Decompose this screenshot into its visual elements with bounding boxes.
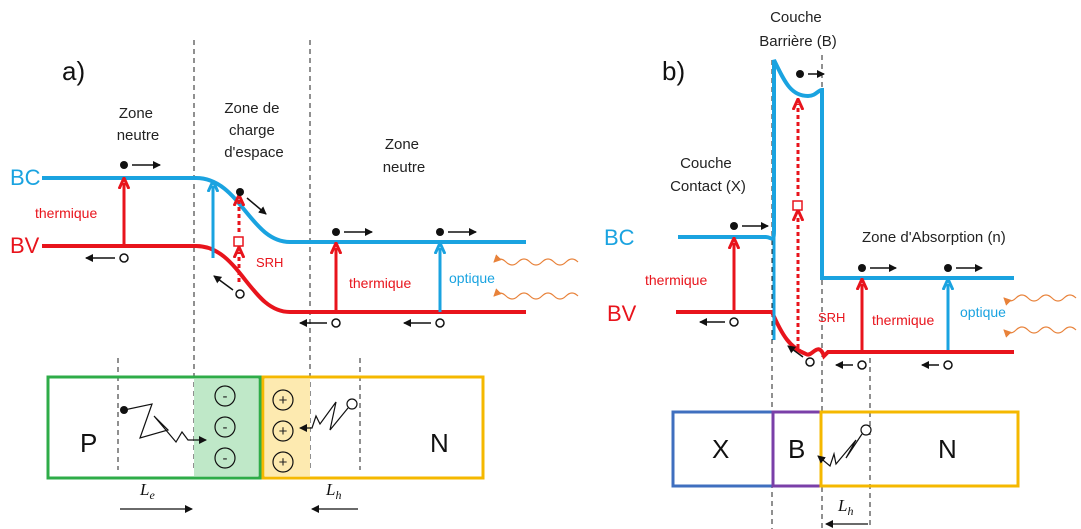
bv-label: BV [607, 301, 637, 326]
electron [730, 222, 738, 230]
electron [436, 228, 444, 236]
valence-band [42, 244, 526, 314]
le-label: Le [139, 480, 155, 502]
panel-b-label: b) [662, 56, 685, 86]
hole [435, 318, 445, 328]
n-label: N [938, 434, 957, 464]
hole [331, 318, 341, 328]
n-box [819, 410, 1020, 488]
thermique-right-label: thermique [872, 312, 934, 328]
conduction-band [42, 176, 526, 244]
electron [236, 188, 244, 196]
donor-icon [272, 420, 294, 442]
zone-neutre-left-label: Zone neutre [117, 105, 160, 144]
b-label: B [788, 434, 805, 464]
electron [944, 264, 952, 272]
zce-p-fill [194, 379, 258, 476]
minus-sign: - [223, 419, 228, 436]
zce-label: Zone de charge d'espace [224, 100, 284, 161]
n-label: N [430, 428, 449, 458]
panel-a: a) Zone neutre Zone de charge d'espace Z… [10, 40, 579, 513]
trap-level [792, 200, 803, 211]
hole [943, 360, 953, 370]
srh-label: SRH [256, 255, 283, 270]
bc-label: BC [604, 225, 635, 250]
hole [235, 289, 245, 299]
lh-label: Lh [325, 480, 341, 502]
barrier-label: Couche Barrière (B) [759, 9, 837, 50]
p-box [46, 375, 262, 480]
ionized-acceptors: - - - [214, 385, 236, 469]
plus-sign: + [279, 423, 288, 440]
hole [860, 424, 872, 436]
photon-icon [1003, 294, 1077, 306]
hole-diffusion-path [299, 401, 349, 432]
acceptor-icon [214, 416, 236, 438]
optique-label: optique [449, 270, 495, 286]
donor-icon [272, 451, 294, 473]
thermique-left-label: thermique [35, 205, 97, 221]
donor-icon [272, 389, 294, 411]
zone-neutre-right-label: Zone neutre [383, 136, 426, 176]
photon-icon [493, 254, 579, 266]
valence-band [676, 310, 1014, 360]
minus-sign: - [223, 388, 228, 405]
conduction-band [678, 59, 1014, 280]
contact-label: Couche Contact (X) [670, 155, 746, 195]
electron [332, 228, 340, 236]
hole-arrow [787, 345, 804, 358]
electron-diffusion-path [123, 403, 207, 444]
n-box [261, 375, 485, 480]
thermique-right-label: thermique [349, 275, 411, 291]
hole [857, 360, 867, 370]
thermique-left-label: thermique [645, 272, 707, 288]
lh-label: Lh [837, 496, 853, 518]
hole-arrow [213, 275, 234, 291]
hole [805, 357, 815, 367]
hole [346, 398, 358, 410]
electron [796, 70, 804, 78]
plus-sign: + [279, 392, 288, 409]
acceptor-icon [214, 385, 236, 407]
acceptor-icon [214, 447, 236, 469]
absorption-label: Zone d'Absorption (n) [862, 229, 1006, 246]
optique-label: optique [960, 304, 1006, 320]
minus-sign: - [223, 450, 228, 467]
p-label: P [80, 428, 97, 458]
hole [119, 253, 129, 263]
x-label: X [712, 434, 729, 464]
electron [120, 161, 128, 169]
hole-diffusion-path [817, 433, 863, 468]
ionized-donors: + + + [272, 389, 294, 473]
trap-level [233, 236, 244, 247]
panel-b: b) Couche Barrière (B) Couche Contact (X… [604, 9, 1077, 529]
photon-icon [493, 288, 579, 300]
srh-label: SRH [818, 310, 845, 325]
electron [858, 264, 866, 272]
electron-arrow [246, 197, 267, 215]
photon-icon [1003, 326, 1077, 338]
bc-label: BC [10, 165, 41, 190]
bv-label: BV [10, 233, 40, 258]
plus-sign: + [279, 454, 288, 471]
hole [729, 317, 739, 327]
panel-a-label: a) [62, 56, 85, 86]
